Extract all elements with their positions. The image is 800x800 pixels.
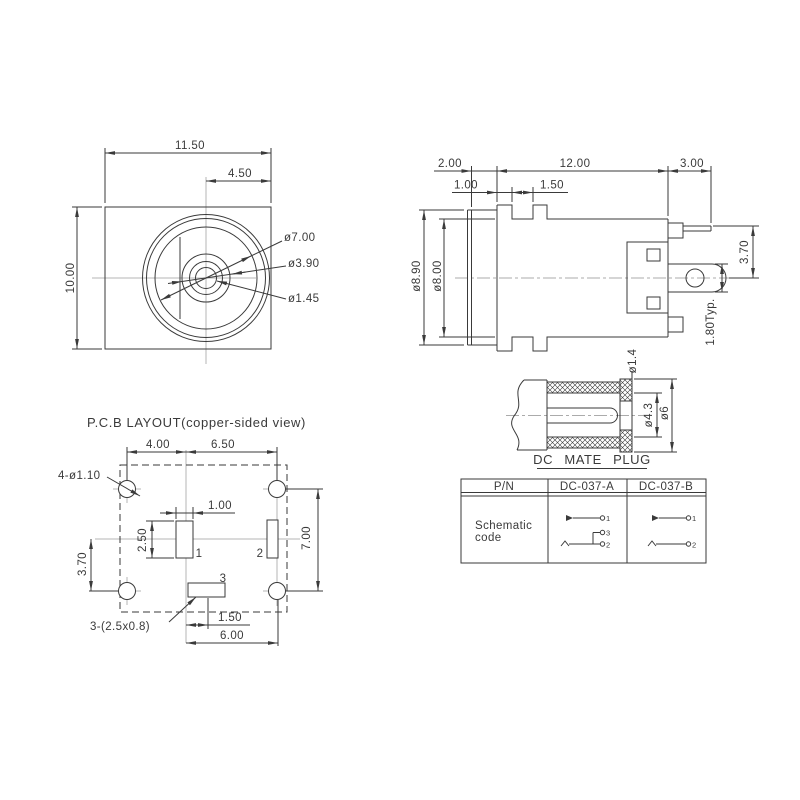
mounting-hole [268,480,286,498]
table-header-variant-a: DC-037-A [560,481,614,493]
table-header-variant-b: DC-037-B [639,481,693,493]
pcb-holes-note: 4-ø1.10 [58,470,100,482]
schematic-b-pin1: 1 [692,514,696,523]
dim-side-body-length: 12.00 [560,158,591,170]
dim-pcb-row-offset: 3.70 [77,552,89,576]
sleeve-hatch-top [546,381,621,394]
schematic-symbol-b: 1 2 [647,514,696,550]
mounting-hole [268,582,286,600]
dim-pad1-height: 2.50 [137,528,149,552]
sleeve-lip-bottom [619,429,633,453]
dim-pcb-right-half: 6.50 [211,439,235,451]
dim-plug-dia-inner: ø4.3 [643,403,655,428]
schematic-a-pin1: 1 [606,514,610,523]
dim-side-tab-width: 1.00 [454,180,478,192]
sleeve-hatch-bottom [546,436,621,449]
schematic-b-pin2: 2 [692,541,696,550]
dim-plug-dia-pin: ø1.4 [627,348,639,373]
pcb-layout-title: P.C.B LAYOUT(copper-sided view) [87,415,306,430]
dim-front-dia-pin: ø1.45 [288,293,319,305]
dim-half-span: 6.00 [220,630,244,642]
schematic-symbol-a: 1 3 2 [560,514,610,550]
pad-3 [187,582,226,598]
sleeve-lip-top [619,378,633,402]
dim-pad3-offset: 1.50 [218,612,242,624]
dim-pcb-hole-span: 7.00 [301,526,313,550]
mate-plug-title: DC MATE PLUG [533,452,651,467]
dim-front-dia-mid: ø3.90 [288,258,319,270]
table-row-label-line2: code [475,532,502,544]
pcb-layout-view: P.C.B LAYOUT(copper-sided view) 1 2 3 4.… [58,415,323,646]
sleeve-contact-symbol [560,540,570,547]
pad-1 [175,520,194,559]
table-row-label-line1: Schematic [475,520,532,532]
pcb-pads-note: 3-(2.5x0.8) [90,621,150,633]
table-header-pn: P/N [494,481,514,493]
part-number-table: P/N DC-037-A DC-037-B Schematic code 1 3… [460,478,707,564]
dim-front-height: 10.00 [65,263,77,294]
dim-side-tab-gap: 1.50 [540,180,564,192]
mate-plug-view: ø1.4 ø4.3 ø6 DC MATE PLUG [506,348,677,469]
pin-contact-symbol [566,515,573,521]
dim-side-dia-body: ø8.00 [432,260,444,291]
dim-front-center-to-edge: 4.50 [228,168,252,180]
pad-2-label: 2 [257,548,264,560]
dim-front-width: 11.50 [175,140,205,152]
mounting-hole [118,582,136,600]
pin-contact-symbol [652,515,659,521]
dim-side-pin-offset: 3.70 [739,240,751,264]
pad-2 [266,519,279,559]
schematic-a-pin2: 2 [606,541,610,550]
pad-3-label: 3 [220,573,227,585]
cable-break-line [511,379,525,451]
sleeve-contact-symbol [647,540,657,547]
side-view: 2.00 12.00 3.00 1.00 1.50 ø8.90 ø8.00 3.… [411,158,759,352]
dim-side-dia-flange: ø8.90 [411,260,423,291]
dim-pad1-width: 1.00 [208,500,232,512]
dim-pcb-left-half: 4.00 [146,439,170,451]
pcb-outline [119,464,288,613]
dim-side-terminal-length: 3.00 [680,158,704,170]
dim-side-flange-depth: 2.00 [438,158,462,170]
dim-plug-dia-outer: ø6 [659,406,671,420]
pad-1-label: 1 [196,548,203,560]
dim-side-terminal-width: 1.80Typ. [705,298,717,345]
dim-front-dia-outer: ø7.00 [284,232,315,244]
front-view: 11.50 4.50 10.00 ø7.00 ø3.90 ø1.45 [65,140,319,364]
schematic-a-pin3: 3 [606,529,610,538]
